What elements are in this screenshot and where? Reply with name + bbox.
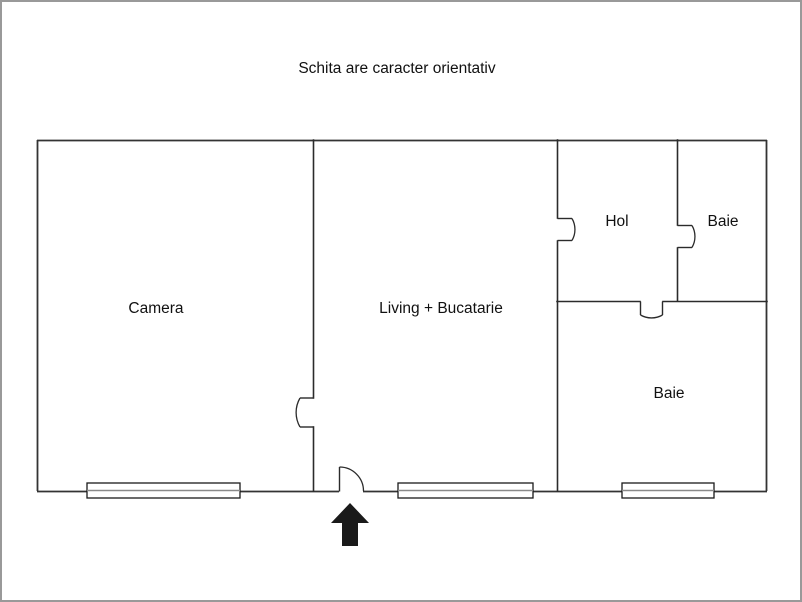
door-entrance-swing-arc xyxy=(339,466,365,492)
room-label-living-bucatarie: Living + Bucatarie xyxy=(379,300,503,317)
window-baie-jos xyxy=(621,482,715,499)
door-living-hol-swing-arc xyxy=(571,218,576,241)
door-living-hol xyxy=(557,217,576,242)
window-camera xyxy=(86,482,241,499)
door-hol-baie-swing-arc xyxy=(691,225,696,248)
room-label-camera: Camera xyxy=(128,300,184,317)
window-living xyxy=(397,482,534,499)
door-camera xyxy=(295,397,314,428)
door-hol-baie-sus xyxy=(677,224,696,249)
door-baie-jos-swing-arc xyxy=(640,314,663,319)
interior-walls xyxy=(312,139,768,492)
room-label-hol: Hol xyxy=(605,213,628,230)
entrance-direction-arrow xyxy=(331,503,369,546)
plan-title-note: Schita are caracter orientativ xyxy=(298,60,496,77)
windows xyxy=(86,482,715,499)
room-label-baie-sus: Baie xyxy=(707,213,738,230)
room-labels: Camera Living + Bucatarie Hol Baie Baie xyxy=(128,213,738,402)
door-baie-jos xyxy=(639,301,664,319)
door-entrance xyxy=(338,466,365,492)
door-camera-swing-arc xyxy=(295,397,301,428)
room-label-baie-jos: Baie xyxy=(653,385,684,402)
